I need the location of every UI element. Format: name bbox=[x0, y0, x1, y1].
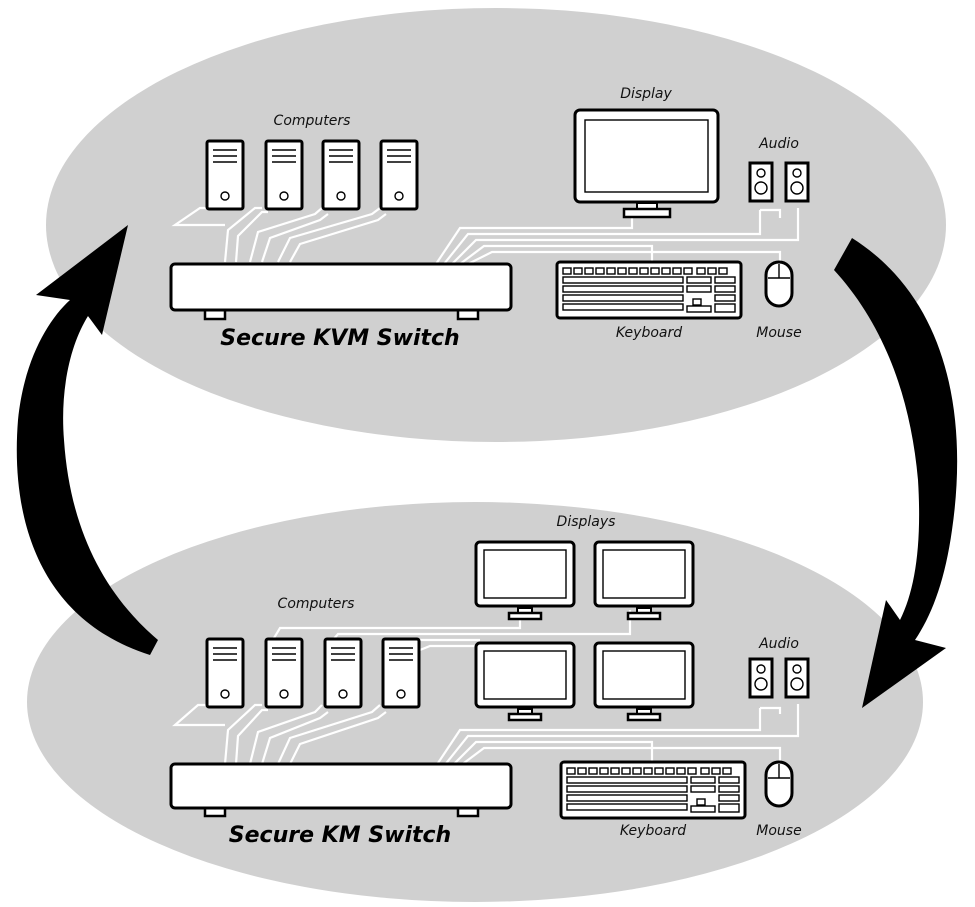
top-computer-2 bbox=[264, 139, 304, 211]
top-mouse-icon bbox=[764, 260, 794, 308]
bottom-display-2-monitor-icon bbox=[593, 540, 695, 621]
bottom-computer-1 bbox=[205, 637, 245, 709]
top-display-monitor-icon bbox=[573, 108, 720, 219]
top-display-label: Display bbox=[620, 86, 672, 102]
bottom-computer-2 bbox=[264, 637, 304, 709]
bottom-km-switch-box bbox=[169, 762, 513, 818]
bottom-computers-label: Computers bbox=[278, 596, 355, 612]
top-computers-label: Computers bbox=[274, 113, 351, 129]
right-curved-arrow-icon bbox=[834, 238, 958, 708]
top-diagram: Computers Display Audio Keyboard Mouse S… bbox=[169, 86, 810, 351]
top-mouse-label: Mouse bbox=[756, 325, 801, 341]
bottom-diagram: Computers Displays Audio Keyboard Mouse … bbox=[169, 514, 810, 848]
top-switch-title: Secure KVM Switch bbox=[220, 326, 459, 351]
bottom-keyboard-label: Keyboard bbox=[620, 823, 686, 839]
bottom-mouse-icon bbox=[764, 760, 794, 808]
bottom-mouse-label: Mouse bbox=[756, 823, 801, 839]
bottom-audio-label: Audio bbox=[758, 636, 799, 652]
top-ellipse bbox=[46, 8, 946, 442]
top-speaker-right-icon bbox=[784, 161, 810, 203]
left-curved-arrow-icon bbox=[16, 225, 158, 655]
bottom-display-3-monitor-icon bbox=[474, 641, 576, 722]
top-keyboard-icon bbox=[555, 260, 743, 320]
top-cables bbox=[171, 206, 800, 265]
top-computer-4 bbox=[379, 139, 419, 211]
top-computer-3 bbox=[321, 139, 361, 211]
bottom-keyboard-icon bbox=[559, 760, 747, 820]
bottom-display-4-monitor-icon bbox=[593, 641, 695, 722]
bottom-display-1-monitor-icon bbox=[474, 540, 576, 621]
top-keyboard-label: Keyboard bbox=[616, 325, 682, 341]
top-audio-label: Audio bbox=[758, 136, 799, 152]
bottom-speaker-left-icon bbox=[748, 657, 774, 699]
top-computer-1 bbox=[205, 139, 245, 211]
top-speaker-left-icon bbox=[748, 161, 774, 203]
bottom-computer-3 bbox=[323, 637, 363, 709]
bottom-computer-4 bbox=[381, 637, 421, 709]
bottom-displays-label: Displays bbox=[557, 514, 616, 530]
top-kvm-switch-box bbox=[169, 262, 513, 321]
bottom-switch-title: Secure KM Switch bbox=[229, 823, 451, 848]
bottom-speaker-right-icon bbox=[784, 657, 810, 699]
